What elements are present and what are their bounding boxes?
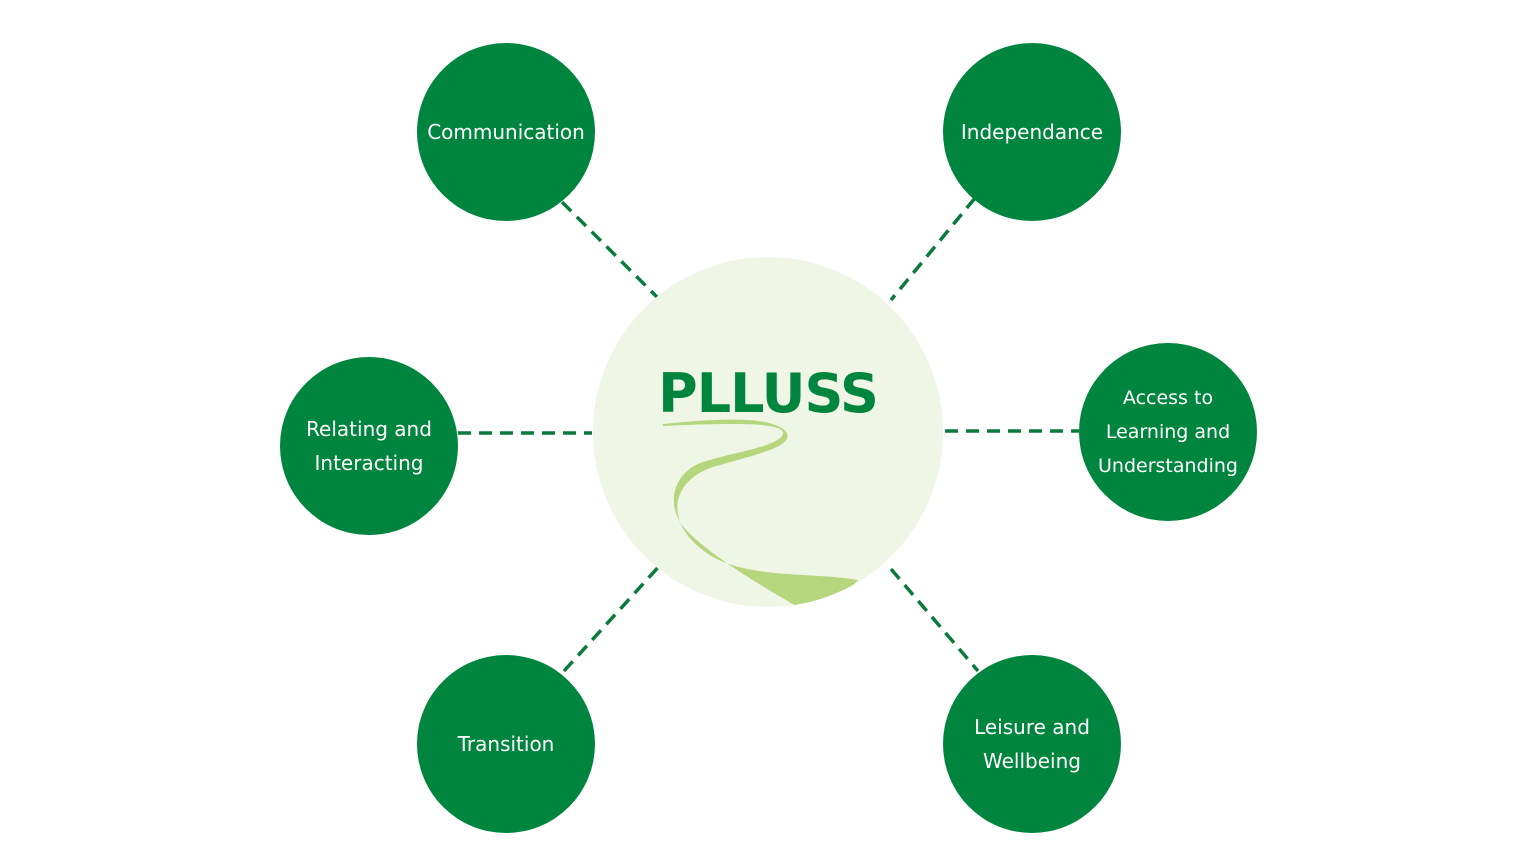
node-label-leisure-and-wellbeing: Leisure and Wellbeing	[974, 715, 1090, 773]
node-label-independance: Independance	[960, 120, 1104, 144]
winding-path-icon	[663, 419, 858, 607]
connector-leisure	[889, 567, 980, 673]
connector-transition	[562, 561, 664, 673]
center-hub: PLLUSS	[593, 257, 943, 607]
node-relating-and-interacting: Relating and Interacting	[280, 357, 458, 535]
node-communication: Communication	[417, 43, 595, 221]
node-leisure-and-wellbeing: Leisure and Wellbeing	[943, 655, 1121, 833]
node-label-access-to-learning: Access to Learning and Understanding	[1098, 387, 1238, 477]
node-label-communication: Communication	[427, 120, 585, 144]
connector-independance	[889, 196, 977, 302]
node-independance: Independance	[943, 43, 1121, 221]
node-label-relating-and-interacting: Relating and Interacting	[306, 417, 432, 475]
node-transition: Transition	[417, 655, 595, 833]
node-access-to-learning: Access to Learning and Understanding	[1079, 343, 1257, 521]
node-label-transition: Transition	[457, 732, 555, 756]
connector-communication	[560, 200, 659, 299]
plluss-title: PLLUSS	[658, 362, 879, 425]
